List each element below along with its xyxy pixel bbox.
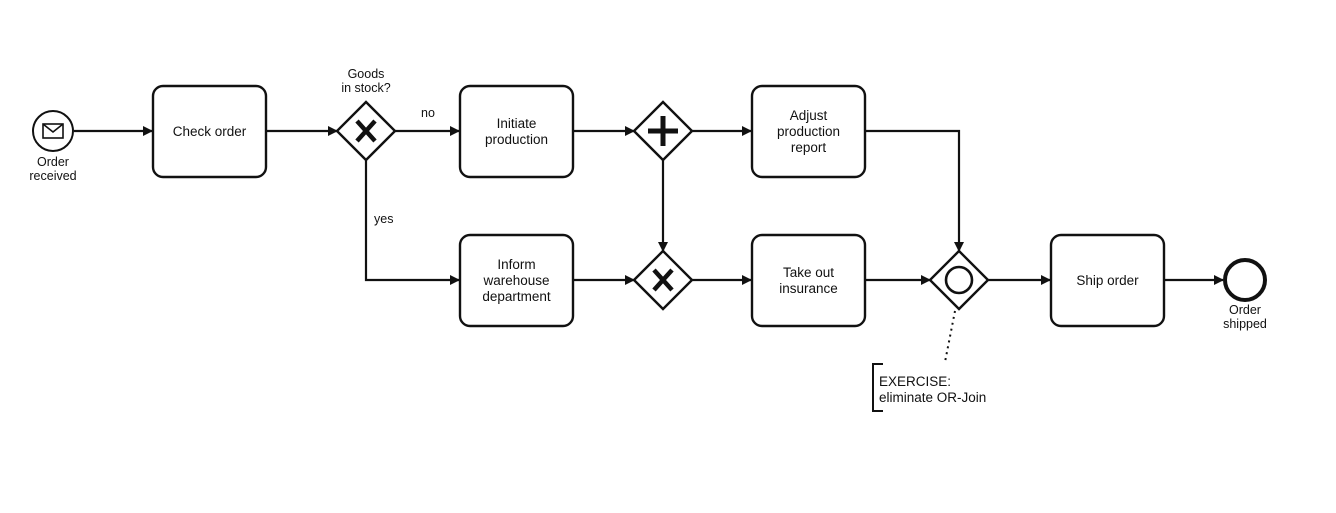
annotation-bracket: [872, 363, 883, 412]
inclusive-circle-icon: [944, 265, 974, 295]
task-box: [458, 233, 575, 328]
flow-adjust-to-orjoin: [865, 129, 964, 252]
task-box: [750, 84, 867, 179]
text-annotation[interactable]: EXERCISE: eliminate OR-Join: [872, 363, 986, 412]
start-event[interactable]: Order received: [29, 110, 77, 183]
end-event-label-1: Order: [1229, 303, 1261, 317]
flow-label-yes: yes: [374, 212, 393, 226]
task-take-out-insurance[interactable]: Take out insurance: [750, 233, 867, 328]
sequence-flows: [74, 126, 1224, 285]
start-event-label-2: received: [29, 169, 76, 183]
flow-yes-branch: [364, 160, 460, 285]
end-event[interactable]: Order shipped: [1223, 258, 1267, 331]
gateway-or-join[interactable]: [928, 249, 990, 311]
end-event-label-2: shipped: [1223, 317, 1267, 331]
task-label: Check order: [173, 124, 247, 139]
task-label-2: production: [485, 132, 548, 147]
annotation-line-2: eliminate OR-Join: [879, 390, 986, 405]
gateway-stock-question[interactable]: Goods in stock?: [335, 67, 397, 162]
task-label-2: production: [777, 124, 840, 139]
exclusive-x-icon: [652, 268, 674, 292]
task-adjust-production-report[interactable]: Adjust production report: [750, 84, 867, 179]
task-label-1: Inform: [497, 257, 535, 272]
task-box: [458, 84, 575, 179]
exclusive-x-icon: [355, 119, 377, 143]
envelope-icon: [42, 123, 64, 139]
gateway-label-1: Goods: [348, 67, 385, 81]
gateway-label-2: in stock?: [341, 81, 390, 95]
task-label-2: warehouse: [482, 273, 549, 288]
task-label-1: Take out: [783, 265, 834, 280]
task-box: [1049, 233, 1166, 328]
plus-icon: [648, 116, 678, 146]
task-label-1: Initiate: [497, 116, 537, 131]
gateway-parallel-split[interactable]: [632, 100, 694, 162]
gateway-exclusive-merge[interactable]: [632, 249, 694, 311]
task-label-3: report: [791, 140, 827, 155]
task-label-1: Adjust: [790, 108, 828, 123]
gateway-diamond: [928, 249, 990, 311]
task-label: Ship order: [1076, 273, 1139, 288]
start-event-label-1: Order: [37, 155, 69, 169]
annotation-line-1: EXERCISE:: [879, 374, 951, 389]
end-event-circle: [1223, 258, 1267, 302]
task-ship-order[interactable]: Ship order: [1049, 233, 1166, 328]
flow-label-no: no: [421, 106, 435, 120]
task-label-3: department: [482, 289, 551, 304]
task-check-order[interactable]: Check order: [151, 84, 268, 179]
annotation-association: [944, 310, 956, 363]
task-initiate-production[interactable]: Initiate production: [458, 84, 575, 179]
task-box: [750, 233, 867, 328]
task-inform-warehouse[interactable]: Inform warehouse department: [458, 233, 575, 328]
task-label-2: insurance: [779, 281, 838, 296]
task-box: [151, 84, 268, 179]
